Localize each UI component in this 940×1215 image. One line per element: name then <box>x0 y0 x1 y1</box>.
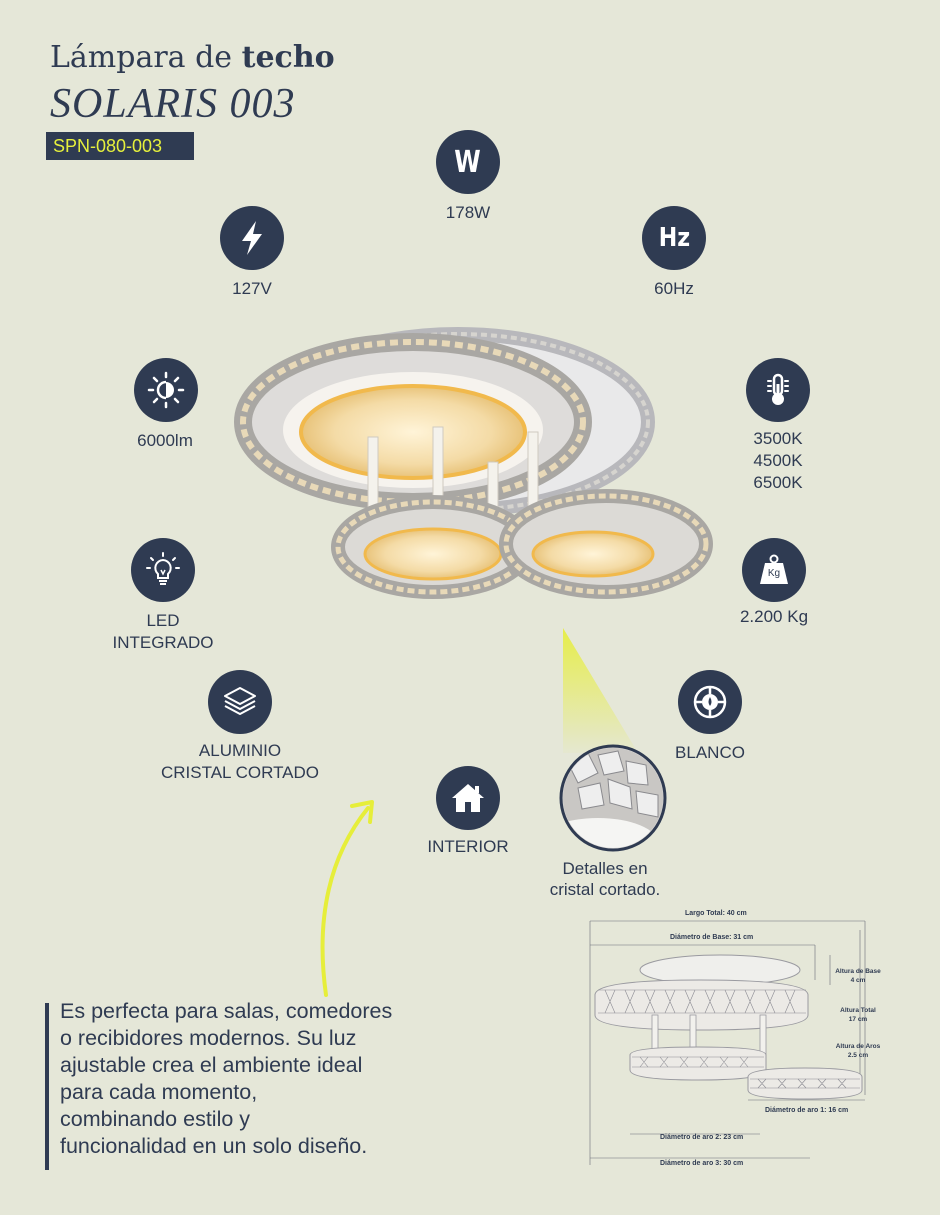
thermometer-icon <box>746 358 810 422</box>
dim-diametro-base: Diámetro de Base: 31 cm <box>670 934 754 941</box>
material-label-line1: ALUMINIO <box>198 741 282 760</box>
lumens-label: 6000lm <box>137 431 193 450</box>
detail-caption: Detalles en cristal cortado. <box>549 859 661 899</box>
weight-icon: Kg <box>742 538 806 602</box>
use-label: INTERIOR <box>427 837 509 856</box>
brightness-icon <box>134 358 198 422</box>
dim-largo-total: Largo Total: 40 cm <box>685 910 747 917</box>
page-title: Lámpara de techo <box>50 40 335 75</box>
color-temp-6500: 6500K <box>753 473 803 492</box>
light-beam-decoration <box>563 628 638 753</box>
finish-label: BLANCO <box>675 743 745 762</box>
power-label: 178W <box>445 203 491 222</box>
lightning-icon <box>220 206 284 270</box>
color-temp-4500: 4500K <box>753 451 803 470</box>
dim-diametro-aro3: Diámetro de aro 3: 30 cm <box>660 1160 744 1167</box>
sku-badge: SPN-080-003 <box>46 132 194 160</box>
voltage-label: 127V <box>232 279 272 298</box>
house-icon <box>436 766 500 830</box>
frequency-label: 60Hz <box>654 279 694 298</box>
dimension-diagram <box>589 920 866 1165</box>
color-finish-icon <box>678 670 742 734</box>
color-temp-3500: 3500K <box>753 429 803 448</box>
product-image <box>234 327 713 599</box>
layers-icon <box>208 670 272 734</box>
model-name: SOLARIS 003 <box>50 81 296 127</box>
weight-label: 2.200 Kg <box>739 607 809 626</box>
dim-diametro-aro1: Diámetro de aro 1: 16 cm <box>765 1107 849 1114</box>
hertz-icon: Hz <box>642 206 706 270</box>
lightbulb-icon <box>131 538 195 602</box>
dim-diametro-aro2: Diámetro de aro 2: 23 cm <box>660 1134 744 1141</box>
material-label-line2: CRISTAL CORTADO <box>160 763 320 782</box>
description-accent-bar <box>45 1003 49 1170</box>
description-text: Es perfecta para salas, comedores o reci… <box>60 999 393 1158</box>
yellow-arrow-decoration <box>320 800 374 997</box>
led-label-line1: LED <box>146 611 180 630</box>
watt-icon: W <box>436 130 500 194</box>
crystal-detail-image <box>559 744 667 852</box>
led-label-line2: INTEGRADO <box>112 633 214 652</box>
